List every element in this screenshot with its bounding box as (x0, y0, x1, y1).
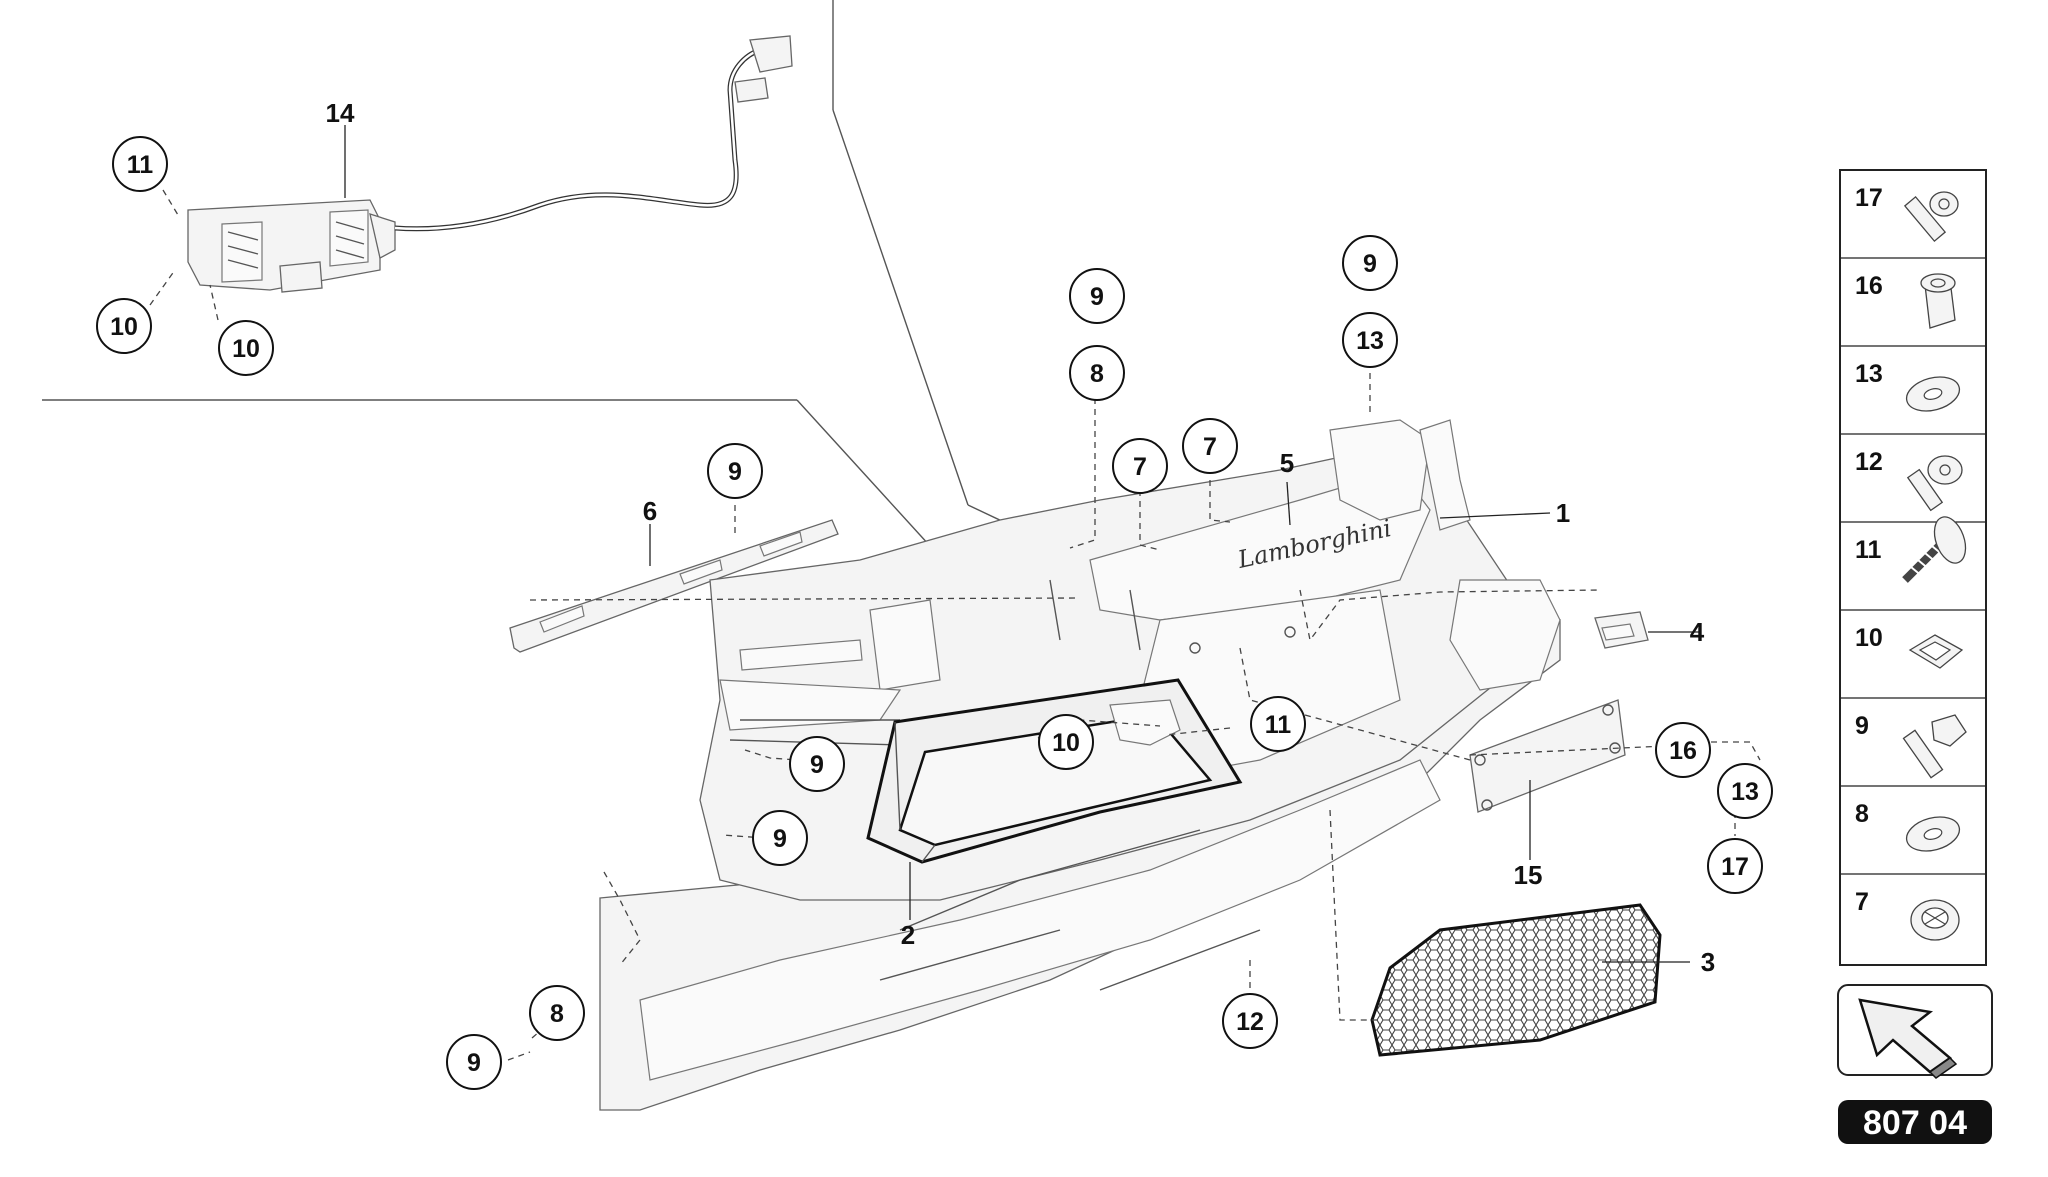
callout-label: 10 (1052, 729, 1080, 757)
legend-item-9[interactable]: 9 (1855, 712, 1967, 779)
hardware-legend: 17 16 13 12 (1839, 169, 1987, 966)
callout-label: 8 (1090, 360, 1104, 388)
callout-12-bottom[interactable]: 12 (1222, 993, 1278, 1049)
callout-label: 12 (1236, 1008, 1264, 1036)
legend-number: 10 (1855, 624, 1883, 652)
callout-10-camera-right[interactable]: 10 (218, 320, 274, 376)
callout-16-plate[interactable]: 16 (1655, 722, 1711, 778)
tapping-screw-icon (1902, 516, 1967, 583)
clip-nut-icon (1908, 634, 1964, 669)
legend-item-17[interactable]: 17 (1855, 184, 1959, 243)
callout-17-plate[interactable]: 17 (1707, 838, 1763, 894)
callout-label: 9 (728, 458, 742, 486)
part-label-1: 1 (1556, 498, 1570, 528)
callouts: 11 10 10 9 8 9 13 7 (96, 136, 1773, 1090)
callout-9-top-right[interactable]: 9 (1342, 235, 1398, 291)
callout-label: 7 (1203, 433, 1217, 461)
legend-item-13[interactable]: 13 (1855, 360, 1963, 416)
legend-item-11[interactable]: 11 (1855, 513, 1971, 583)
clip-4[interactable] (1594, 611, 1649, 649)
callout-9-bracket[interactable]: 9 (707, 443, 763, 499)
callout-label: 11 (1265, 711, 1292, 739)
callout-13-plate[interactable]: 13 (1717, 763, 1773, 819)
callout-8-bottom[interactable]: 8 (529, 985, 585, 1041)
legend-item-10[interactable]: 10 (1855, 624, 1964, 669)
callout-label: 8 (550, 1000, 564, 1028)
callout-11-frame[interactable]: 11 (1250, 696, 1306, 752)
grommet-icon (1910, 899, 1960, 941)
legend-number: 7 (1855, 888, 1869, 916)
camera-module-14[interactable] (187, 35, 793, 293)
legend-item-12[interactable]: 12 (1855, 448, 1963, 512)
callout-label: 9 (467, 1049, 481, 1077)
callout-label: 9 (1363, 250, 1377, 278)
legend-number: 11 (1855, 536, 1882, 564)
part-label-14: 14 (326, 98, 355, 128)
legend-number: 12 (1855, 448, 1883, 476)
callout-label: 9 (1090, 283, 1104, 311)
callout-label: 13 (1731, 778, 1759, 806)
callout-label: 13 (1356, 327, 1384, 355)
callout-label: 9 (773, 825, 787, 853)
part-label-4: 4 (1690, 617, 1705, 647)
legend-number: 16 (1855, 272, 1883, 300)
leader-5 (1286, 481, 1291, 526)
plate-15[interactable] (1469, 699, 1626, 813)
part-labels: 14 6 5 1 4 2 15 3 (326, 98, 1716, 977)
flange-screw-icon (1906, 455, 1963, 512)
callout-label: 9 (810, 751, 824, 779)
part-label-15: 15 (1514, 860, 1543, 890)
part-label-6: 6 (643, 496, 657, 526)
part-label-5: 5 (1280, 448, 1294, 478)
callout-8-top-mid[interactable]: 8 (1069, 345, 1125, 401)
legend-number: 17 (1855, 184, 1883, 212)
callout-9-side-upper[interactable]: 9 (789, 736, 845, 792)
leader-1 (1439, 512, 1551, 519)
callout-10-frame[interactable]: 10 (1038, 714, 1094, 770)
callout-label: 10 (110, 313, 138, 341)
callout-label: 16 (1669, 737, 1697, 765)
callout-7-left[interactable]: 7 (1112, 438, 1168, 494)
legend-item-7[interactable]: 7 (1855, 888, 1960, 941)
washer-icon (1905, 376, 1961, 412)
legend-number: 8 (1855, 800, 1869, 828)
callout-9-top-mid[interactable]: 9 (1069, 268, 1125, 324)
legend-item-8[interactable]: 8 (1855, 800, 1963, 856)
arrow-icon (1858, 998, 1958, 1079)
callout-label: 17 (1721, 853, 1749, 881)
legend-item-16[interactable]: 16 (1855, 272, 1956, 329)
callout-7-right[interactable]: 7 (1182, 418, 1238, 474)
legend-number: 13 (1855, 360, 1883, 388)
legend-number: 9 (1855, 712, 1869, 740)
callout-9-bottom[interactable]: 9 (446, 1034, 502, 1090)
callout-10-camera-left[interactable]: 10 (96, 298, 152, 354)
part-label-3: 3 (1701, 947, 1715, 977)
mesh-grille-3[interactable] (1370, 903, 1662, 1057)
callout-13-top-right[interactable]: 13 (1342, 312, 1398, 368)
bracket-6[interactable] (509, 519, 839, 653)
page-number: 807 04 (1863, 1104, 1967, 1142)
callout-label: 10 (232, 335, 260, 363)
callout-11-camera[interactable]: 11 (112, 136, 168, 192)
washer-icon (1905, 816, 1961, 852)
bolt-icon (1902, 714, 1967, 779)
screw-icon (1903, 191, 1959, 243)
part-label-2: 2 (901, 920, 915, 950)
callout-label: 11 (127, 151, 154, 179)
callout-label: 7 (1133, 453, 1147, 481)
page-nav-box[interactable]: 807 04 (1837, 984, 1993, 1144)
callout-9-side-lower[interactable]: 9 (752, 810, 808, 866)
camera-leader-lines (149, 125, 346, 321)
sleeve-nut-icon (1920, 273, 1956, 329)
